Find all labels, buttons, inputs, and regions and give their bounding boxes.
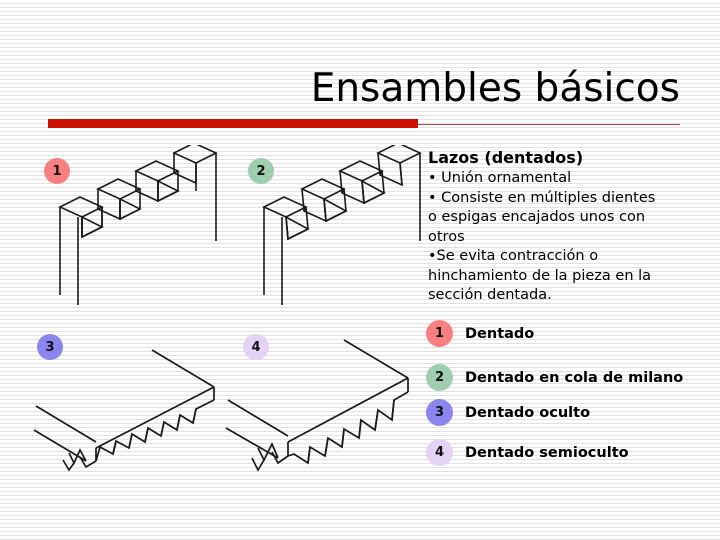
body-heading: Lazos (dentados) bbox=[428, 148, 584, 167]
legend-label-4: Dentado semioculto bbox=[465, 444, 629, 461]
body-text-block: Lazos (dentados) • Unión ornamental • Co… bbox=[428, 148, 696, 306]
figure-badge-1: 1 bbox=[44, 158, 70, 184]
legend-badge-3: 3 bbox=[426, 399, 453, 426]
figure-dentado-oculto-diagram bbox=[33, 349, 215, 472]
legend-item-dentado-oculto: 3 Dentado oculto bbox=[426, 397, 716, 428]
legend-label-1: Dentado bbox=[465, 325, 535, 342]
legend-badge-4: 4 bbox=[426, 439, 453, 466]
body-line: • Unión ornamental bbox=[428, 170, 572, 186]
figure-dentado-semioculto-diagram bbox=[225, 339, 409, 472]
body-line: o espigas encajados unos con bbox=[428, 209, 646, 225]
legend: 1 Dentado 2 Dentado en cola de milano 3 … bbox=[426, 318, 716, 468]
body-line: • Consiste en múltiples dientes bbox=[428, 189, 656, 206]
legend-label-2: Dentado en cola de milano bbox=[465, 369, 684, 386]
page-title: Ensambles básicos bbox=[310, 66, 680, 111]
figure-cola-de-milano-diagram bbox=[262, 145, 422, 305]
body-line: sección dentada. bbox=[428, 287, 552, 303]
figure-badge-3: 3 bbox=[37, 334, 63, 360]
legend-badge-2: 2 bbox=[426, 364, 453, 391]
figure-badge-2: 2 bbox=[248, 158, 274, 184]
title-underline-accent bbox=[48, 119, 418, 128]
body-line: otros bbox=[428, 228, 465, 245]
legend-badge-1: 1 bbox=[426, 320, 453, 347]
legend-item-dentado: 1 Dentado bbox=[426, 318, 716, 349]
figure-badge-4: 4 bbox=[243, 334, 269, 360]
body-line: hinchamiento de la pieza en la bbox=[428, 267, 652, 284]
legend-item-cola-de-milano: 2 Dentado en cola de milano bbox=[426, 362, 716, 393]
body-line: •Se evita contracción o bbox=[428, 248, 599, 264]
figure-dentado-diagram bbox=[58, 145, 218, 305]
legend-item-dentado-semioculto: 4 Dentado semioculto bbox=[426, 437, 716, 468]
legend-label-3: Dentado oculto bbox=[465, 404, 591, 421]
